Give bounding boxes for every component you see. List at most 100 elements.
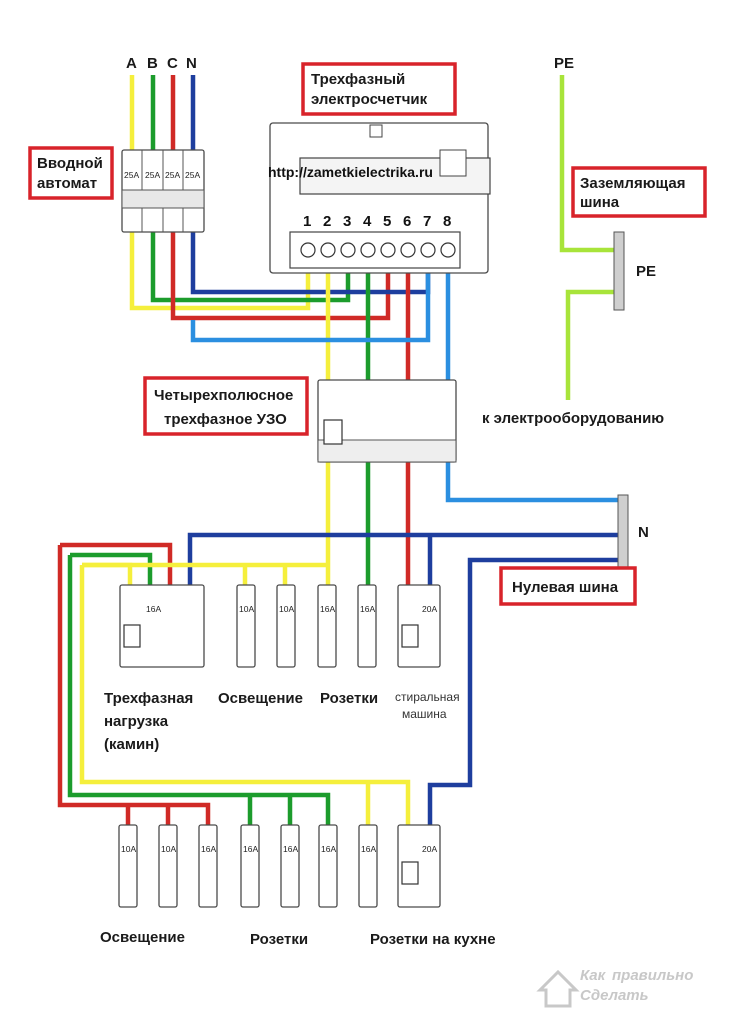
meter-terminal-7: 7	[423, 213, 431, 230]
main-rating-4: 25A	[185, 170, 200, 180]
breaker-lighting-2	[276, 584, 296, 668]
row2-rating-7: 16A	[361, 844, 376, 854]
meter-terminal-5: 5	[383, 213, 391, 230]
wire-rail-b-top	[70, 552, 153, 585]
row1-breakers: 16A 10A 10A 16A 16A 20A	[119, 584, 441, 668]
meter-title-line2: электросчетчик	[311, 91, 428, 108]
meter-terminal-8: 8	[443, 213, 451, 230]
row2-lighting-label: Освещение	[100, 929, 185, 946]
row1-three-phase-line2: нагрузка	[104, 713, 169, 730]
watermark-line3: Сделать	[580, 987, 649, 1004]
row1-lighting-label: Освещение	[218, 690, 303, 707]
wire-pe-out	[565, 289, 618, 400]
row1-three-phase-line1: Трехфазная	[104, 690, 193, 707]
wire-row2-n	[427, 557, 622, 825]
energy-meter: 1 2 3 4 5 6 7 8 http://zametkielectrika.…	[268, 122, 491, 274]
watermark-logo: Как правильно Сделать	[536, 967, 693, 1008]
phase-c-label: C	[167, 55, 178, 72]
row1-three-phase-line3: (камин)	[104, 736, 159, 753]
wires	[57, 75, 622, 825]
n-bus-tag: N	[638, 524, 649, 541]
rcd-four-pole	[317, 379, 457, 463]
row2-rating-4: 16A	[243, 844, 258, 854]
wire-rail-c-down	[57, 545, 211, 825]
meter-terminal-screws	[300, 242, 456, 258]
main-breaker: 25A 25A 25A 25A	[121, 149, 205, 233]
row1-washer-line2: машина	[402, 707, 447, 721]
meter-terminal-2: 2	[323, 213, 331, 230]
wire-phase-b-to-meter	[150, 232, 351, 303]
pe-bus-tag: PE	[636, 263, 656, 280]
breaker-row2-3	[198, 824, 218, 908]
breaker-row2-4	[240, 824, 260, 908]
wire-rcd-neutral-to-nbus	[445, 462, 622, 503]
row1-washer-line1: стиральная	[395, 690, 460, 704]
row1-rating-4: 16A	[320, 604, 335, 614]
callout-rcd: Четырехполюсное трехфазное УЗО	[143, 376, 309, 436]
phase-n-label: N	[186, 55, 197, 72]
wire-neutral-loop	[190, 262, 431, 343]
breaker-row2-2	[158, 824, 178, 908]
phase-a-label: A	[126, 55, 137, 72]
callout-main-breaker: Вводной автомат	[28, 146, 114, 200]
row1-rating-2: 10A	[239, 604, 254, 614]
rcd-line1: Четырехполюсное	[154, 387, 293, 404]
breaker-row2-1	[118, 824, 138, 908]
phase-b-label: B	[147, 55, 158, 72]
earth-bus-line2: шина	[580, 194, 620, 211]
main-rating-2: 25A	[145, 170, 160, 180]
wire-rail-a-top	[82, 562, 133, 585]
wire-rail-c-top	[60, 542, 173, 585]
row1-rating-6: 20A	[422, 604, 437, 614]
main-breaker-line1: Вводной	[37, 155, 103, 172]
row2-sockets-label: Розетки	[250, 931, 308, 948]
breaker-three-phase	[119, 584, 205, 668]
to-equipment-label: к электрооборудованию	[482, 410, 664, 427]
watermark-line2: правильно	[612, 967, 693, 984]
row2-kitchen-label: Розетки на кухне	[370, 931, 496, 948]
callout-neutral-bus: Нулевая шина	[499, 566, 637, 606]
row1-rating-5: 16A	[360, 604, 375, 614]
meter-terminal-1: 1	[303, 213, 311, 230]
row2-rating-3: 16A	[201, 844, 216, 854]
row2-rating-2: 10A	[161, 844, 176, 854]
neutral-bus-label: Нулевая шина	[512, 579, 619, 596]
callout-meter: Трехфазный электросчетчик	[301, 62, 457, 116]
meter-terminal-3: 3	[343, 213, 351, 230]
phase-pe-label: PE	[554, 55, 574, 72]
neutral-bus	[617, 494, 629, 568]
house-icon	[536, 969, 580, 1008]
earth-bus	[613, 231, 625, 311]
meter-terminal-6: 6	[403, 213, 411, 230]
row2-rating-5: 16A	[283, 844, 298, 854]
breaker-sockets-2	[357, 584, 377, 668]
row2-breakers: 10A 10A 16A 16A 16A 16A 16A 20A	[118, 824, 441, 908]
rcd-line2: трехфазное УЗО	[164, 411, 287, 428]
main-rating-1: 25A	[124, 170, 139, 180]
row1-rating-3: 10A	[279, 604, 294, 614]
row2-rating-8: 20A	[422, 844, 437, 854]
meter-title-line1: Трехфазный	[311, 71, 405, 88]
earth-bus-line1: Заземляющая	[580, 175, 685, 192]
watermark-line1: Как	[580, 967, 607, 984]
wire-rail-n-top	[187, 532, 622, 585]
wire-rail-b-down	[67, 555, 331, 825]
rcbo-kitchen	[397, 824, 441, 908]
main-breaker-line2: автомат	[37, 175, 97, 192]
main-rating-3: 25A	[165, 170, 180, 180]
meter-terminal-4: 4	[363, 213, 372, 230]
row2-rating-1: 10A	[121, 844, 136, 854]
wire-rail-a-down	[79, 565, 411, 825]
row2-rating-6: 16A	[321, 844, 336, 854]
breaker-lighting-1	[236, 584, 256, 668]
breaker-sockets-1	[317, 584, 337, 668]
row1-sockets-label: Розетки	[320, 690, 378, 707]
wire-pe-in	[559, 75, 618, 253]
meter-url: http://zametkielectrika.ru	[268, 164, 433, 180]
breaker-row2-5	[280, 824, 300, 908]
breaker-row2-6	[318, 824, 338, 908]
wire-phase-a-to-meter	[129, 232, 311, 311]
breaker-row2-7	[358, 824, 378, 908]
row1-rating-1: 16A	[146, 604, 161, 614]
